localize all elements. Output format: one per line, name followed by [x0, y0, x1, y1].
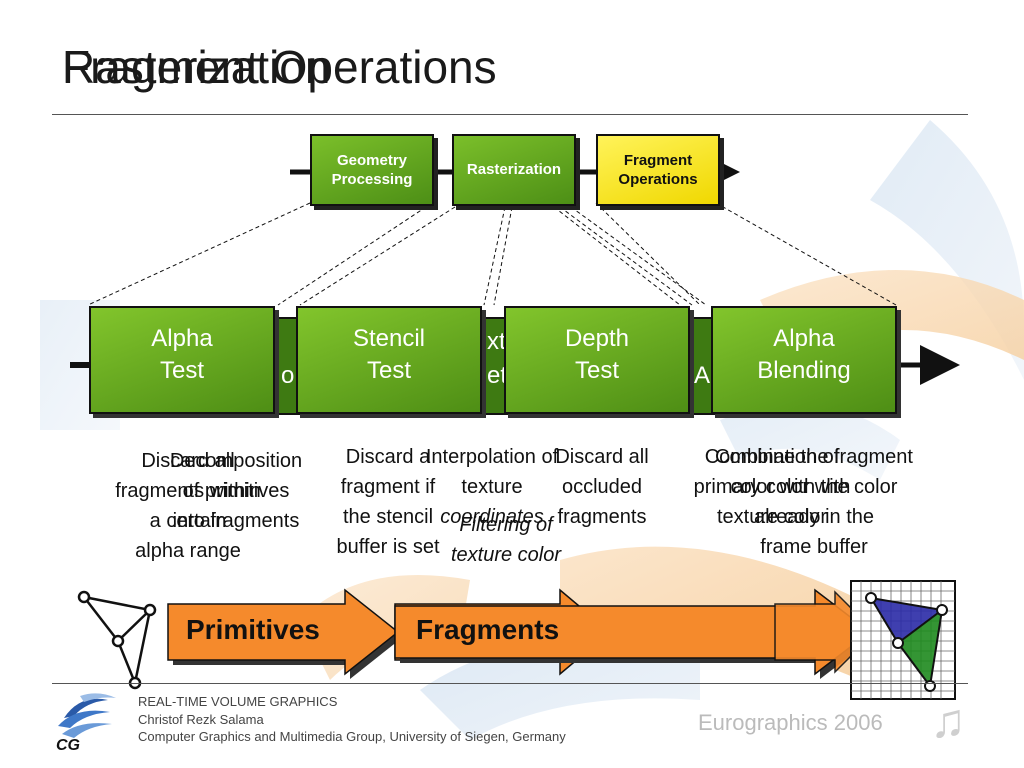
desc-interpolation: Interpolation of texture coordinates [392, 442, 592, 532]
desc-interpolation-line2: texture [461, 476, 523, 498]
desc-interpolation-line3: coordinates [440, 506, 544, 528]
fragment-grid [850, 580, 956, 700]
desc-decomposition-line1: Decomposition [169, 450, 303, 472]
desc-alpha-blending-line1: Combine the fragment [715, 446, 913, 468]
stage-rasterization: Rasterization [452, 134, 576, 206]
desc-decomposition: Decomposition of primitives into fragmen… [126, 446, 346, 536]
logo-text: CG [56, 737, 80, 754]
desc-stencil-test-line1: Discard a [345, 446, 431, 468]
primitives-label: Primitives [186, 614, 320, 645]
flow-arrows [167, 588, 877, 679]
music-note-icon: ♫ [930, 695, 966, 748]
desc-filtering-line2: texture color [450, 544, 562, 566]
footer-author: Christof Rezk Salama [138, 711, 264, 727]
op-depth-test-line2: Test [574, 357, 619, 384]
desc-interpolation-line1: Interpolation of [425, 446, 559, 468]
cg-logo-icon: CG [56, 693, 116, 754]
desc-depth-test-line2: occluded [561, 476, 643, 498]
ghost-text-3: et [487, 362, 508, 389]
op-depth-test-line1: Depth [564, 324, 630, 352]
desc-depth-test-line1: Discard all [555, 446, 649, 468]
footer-divider [52, 683, 968, 684]
op-alpha-blending-line1: Alpha [773, 324, 835, 352]
desc-alpha-blending: Combine the fragment color with the colo… [694, 442, 934, 562]
desc-alpha-test-line4: alpha range [135, 540, 241, 562]
desc-alpha-test: Discard all fragments within a certain a… [78, 446, 298, 566]
desc-decomposition-line2: of primitives [182, 480, 290, 502]
stage-fragment-line1: Fragment [623, 151, 693, 169]
desc-combination-line3: texture color [716, 506, 828, 528]
desc-depth-test-line3: fragments [557, 506, 647, 528]
ghost-text-4: A [694, 362, 711, 389]
desc-decomposition-line3: into fragments [172, 510, 300, 532]
op-stencil-test-line2: Test [366, 357, 411, 384]
desc-depth-test: Discard all occluded fragments [512, 442, 692, 532]
stage-rasterization-label: Rasterization [466, 161, 562, 179]
op-alpha-test-line2: Test [159, 357, 204, 384]
op-stencil-test-line1: Stencil [352, 324, 426, 352]
footer-event: Eurographics 2006 [698, 710, 883, 735]
title-divider [52, 114, 968, 115]
desc-stencil-test: Discard a fragment if the stencil buffer… [298, 442, 478, 562]
desc-stencil-test-line4: buffer is set [336, 536, 440, 558]
stage-geometry-line1: Geometry [336, 151, 408, 169]
desc-filtering-line1: Filtering of [459, 514, 553, 536]
desc-combination-line1: Combination of [704, 446, 840, 468]
zoom-lines [87, 202, 897, 306]
op-alpha-blending-line2: Blending [757, 357, 851, 384]
ghost-text-2: xt [487, 328, 506, 355]
desc-alpha-blending-line4: frame buffer [760, 536, 868, 558]
slide-title-fragment-operations: Fragment Operations [62, 41, 497, 93]
ghost-text-1: o [281, 362, 295, 389]
stage-geometry-line2: Processing [331, 171, 413, 188]
op-alpha-test-line1: Alpha [151, 324, 213, 352]
desc-stencil-test-line3: the stencil [342, 506, 434, 528]
desc-alpha-blending-line3: already in the [753, 506, 875, 528]
desc-filtering: Filtering of texture color [406, 510, 606, 570]
stage-fragment-line2: Operations [618, 171, 698, 188]
fragments-label: Fragments [416, 614, 560, 645]
slide-title-rasterization: Rasterization [62, 41, 331, 93]
primitive-wireframe [77, 590, 157, 690]
footer-course-title: REAL-TIME VOLUME GRAPHICS [138, 694, 338, 709]
footer-affiliation: Computer Graphics and Multimedia Group, … [138, 729, 566, 745]
desc-alpha-test-line1: Discard all [141, 450, 235, 472]
desc-alpha-test-line2: fragments within [115, 480, 261, 502]
desc-combination: Combination of primary color with textur… [662, 442, 882, 532]
desc-combination-line2: primary color with [693, 476, 851, 498]
desc-alpha-test-line3: a certain [149, 510, 227, 532]
desc-alpha-blending-line2: color with the color [730, 476, 898, 498]
footer-credits: REAL-TIME VOLUME GRAPHICS Christof Rezk … [138, 693, 566, 746]
desc-stencil-test-line2: fragment if [340, 476, 436, 498]
